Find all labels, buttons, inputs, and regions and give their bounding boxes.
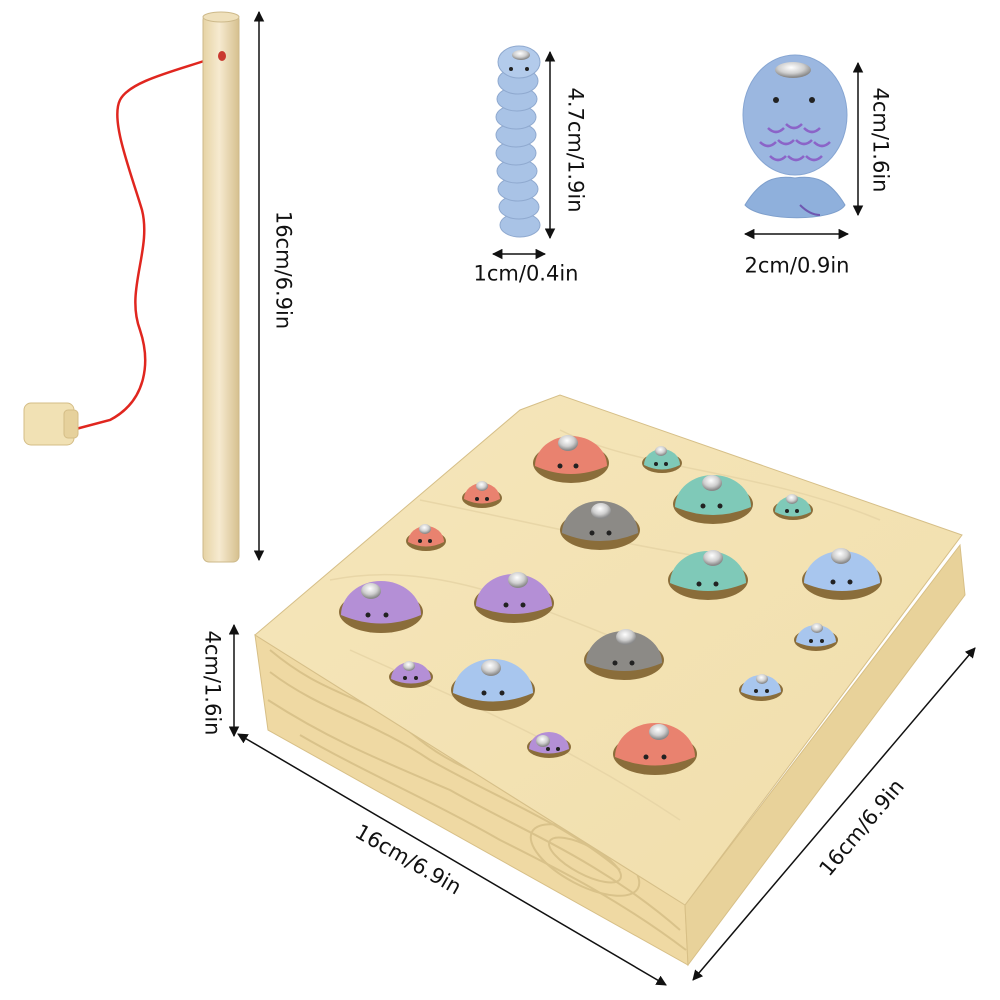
rod-stick [202,13,240,563]
peg-mint-1 [642,446,682,473]
board-front-arrow [237,733,667,986]
peg-mint-2 [673,475,753,524]
peg-lightblue-2 [794,623,838,651]
fish-width-label: 2cm/0.9in [744,253,850,278]
magnet-bobber [23,402,79,446]
board-height-label: 4cm/1.6in [200,630,225,736]
peg-mint-3 [773,494,813,520]
peg-grey-1 [560,501,640,550]
worm-width-label: 1cm/0.4in [473,261,579,286]
peg-salmon-1 [533,435,609,483]
board-side-arrow [692,647,976,981]
fish-height-label: 4cm/1.6in [868,87,893,193]
peg-salmon-3 [406,524,446,551]
peg-salmon-2 [462,481,502,508]
peg-purple-2 [474,572,554,623]
peg-mint-4 [668,550,748,600]
rod-string [71,53,223,432]
fish-piece [742,54,848,219]
rod-length-label: 16cm/6.9in [271,210,296,330]
fishing-rod [23,11,240,563]
fishing-board [254,394,966,967]
rod-hole [218,51,226,61]
peg-lightblue-1 [802,548,882,600]
worm-piece [495,45,541,238]
peg-purple-3 [389,661,433,688]
peg-lightblue-3 [451,659,535,711]
peg-grey-2 [584,629,664,680]
peg-purple-1 [339,581,423,633]
worm-length-label: 4.7cm/1.9in [563,87,588,213]
fish-scales [759,123,831,162]
